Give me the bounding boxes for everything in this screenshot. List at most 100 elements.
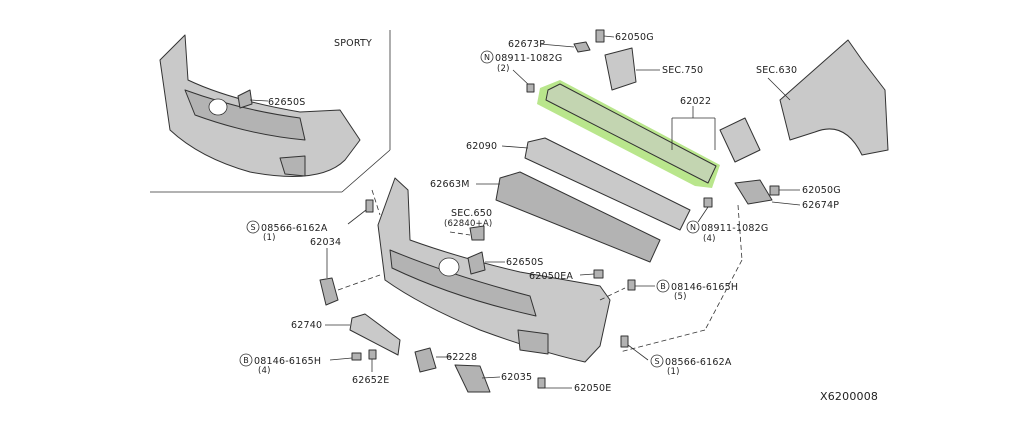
leader xyxy=(539,43,575,48)
prefix-B-left xyxy=(239,353,253,367)
bolt-08911-top xyxy=(526,83,535,93)
bracket-group-top: 62673P 62050G SEC.750 N 08911-1082G (2) xyxy=(480,29,703,93)
clip-62673P xyxy=(573,41,591,53)
prefix-S-bottom xyxy=(650,354,664,368)
label-sec650-sub: (62840+A) xyxy=(444,219,492,229)
leader xyxy=(767,77,791,101)
reinforcement-62022: 62022 xyxy=(537,80,720,188)
label-62035: 62035 xyxy=(501,372,532,383)
upper-bracket xyxy=(604,47,637,91)
leader xyxy=(329,357,353,361)
clip-62050E xyxy=(537,377,546,389)
leader xyxy=(249,99,269,102)
label-62740: 62740 xyxy=(291,320,322,331)
sporty-foglamp xyxy=(279,155,306,177)
label-62650S-main: 62650S xyxy=(506,257,543,268)
absorber-62663M xyxy=(495,171,661,263)
screw-08146-right xyxy=(627,279,636,291)
label-08146-left: 08146-6165H xyxy=(254,356,321,367)
leader xyxy=(603,35,615,38)
bumper-top-clips: 62050EA B 08146-6165H (5) xyxy=(529,269,738,302)
label-62674P: 62674P xyxy=(802,200,839,211)
prefix-B-left-text: B xyxy=(243,356,249,365)
main-bumper-group: 62650S xyxy=(377,177,611,363)
label-08911-right: 08911-1082G xyxy=(701,223,768,234)
bracket-62650S xyxy=(467,251,486,275)
diagram-id: X6200008 xyxy=(820,390,878,403)
label-sec650: SEC.650 xyxy=(451,208,492,219)
label-62050G-right: 62050G xyxy=(802,185,841,196)
bumper-foglamp-hole xyxy=(517,329,549,355)
bumper-grille xyxy=(389,249,537,317)
dashed-guide xyxy=(737,204,743,261)
label-08146-right: 08146-6165H xyxy=(671,282,738,293)
label-62090: 62090 xyxy=(466,141,497,152)
sporty-emblem xyxy=(208,98,228,116)
fender xyxy=(779,39,889,156)
dashed-guide xyxy=(619,329,706,353)
cover-62035 xyxy=(454,364,491,393)
leader xyxy=(771,201,801,206)
label-62050G-top: 62050G xyxy=(615,32,654,43)
screw-08146-left xyxy=(351,352,362,361)
cover-62228 xyxy=(414,347,437,373)
leader xyxy=(501,145,529,149)
qty-08911-right: (4) xyxy=(703,234,716,244)
label-62050E: 62050E xyxy=(574,383,611,394)
absorber-62090 xyxy=(524,137,691,231)
absorbers: 62090 62663M SEC.650 (62840+A) xyxy=(430,137,691,263)
prefix-N-top xyxy=(480,50,494,64)
leader xyxy=(697,206,709,223)
label-62652E: 62652E xyxy=(352,375,389,386)
sporty-inset: SPORTY 62650S xyxy=(150,30,391,193)
prefix-B-right-text: B xyxy=(660,282,666,291)
dashed-guides xyxy=(371,189,743,353)
reinforcement-beam xyxy=(545,83,717,184)
screw-08566-top xyxy=(365,199,374,213)
prefix-B-right xyxy=(656,279,670,293)
prefix-N-right xyxy=(686,220,700,234)
inset-border-diag xyxy=(341,149,391,193)
bumper-fascia xyxy=(377,177,611,363)
part-62034 xyxy=(319,277,339,306)
leader xyxy=(481,376,501,379)
qty-08146-right: (5) xyxy=(674,292,687,302)
clip-62652E xyxy=(368,349,377,360)
label-62034: 62034 xyxy=(310,237,341,248)
clip-62050G-right xyxy=(769,185,780,196)
label-62663M: 62663M xyxy=(430,179,470,190)
prefix-N-right-text: N xyxy=(690,223,696,232)
clip-62050EA xyxy=(593,269,604,279)
qty-08146-left: (4) xyxy=(258,366,271,376)
label-62650S-inset: 62650S xyxy=(268,97,305,108)
plate-62740 xyxy=(349,313,401,356)
label-62673P: 62673P xyxy=(508,39,545,50)
dashed-guide xyxy=(337,274,381,291)
qty-08566-top: (1) xyxy=(263,233,276,243)
prefix-N-top-text: N xyxy=(484,53,490,62)
dashed-guide xyxy=(449,231,471,236)
label-sec750: SEC.750 xyxy=(662,65,703,76)
leader xyxy=(579,273,595,276)
bolt-08911-right xyxy=(703,197,713,208)
sporty-bracket xyxy=(237,89,253,109)
fender-group: SEC.630 62050G 62674P N 08911-1082G (4) xyxy=(686,39,889,244)
prefix-S-bottom-text: S xyxy=(654,357,659,366)
bumper-emblem xyxy=(438,257,460,277)
screw-08566-bottom xyxy=(620,335,629,348)
label-62022: 62022 xyxy=(680,96,711,107)
side-bracket xyxy=(719,117,761,163)
label-62050EA: 62050EA xyxy=(529,271,573,282)
qty-08911-top: (2) xyxy=(497,64,510,74)
label-08911-top: 08911-1082G xyxy=(495,53,562,64)
prefix-S-top xyxy=(246,220,260,234)
qty-08566-bottom: (1) xyxy=(667,367,680,377)
prefix-S-top-text: S xyxy=(250,223,255,232)
dashed-guide xyxy=(704,259,743,331)
label-62228: 62228 xyxy=(446,352,477,363)
label-sec630: SEC.630 xyxy=(756,65,797,76)
dashed-guide xyxy=(371,189,381,216)
sporty-bumper xyxy=(159,34,361,177)
label-08566-top: 08566-6162A xyxy=(261,223,328,234)
